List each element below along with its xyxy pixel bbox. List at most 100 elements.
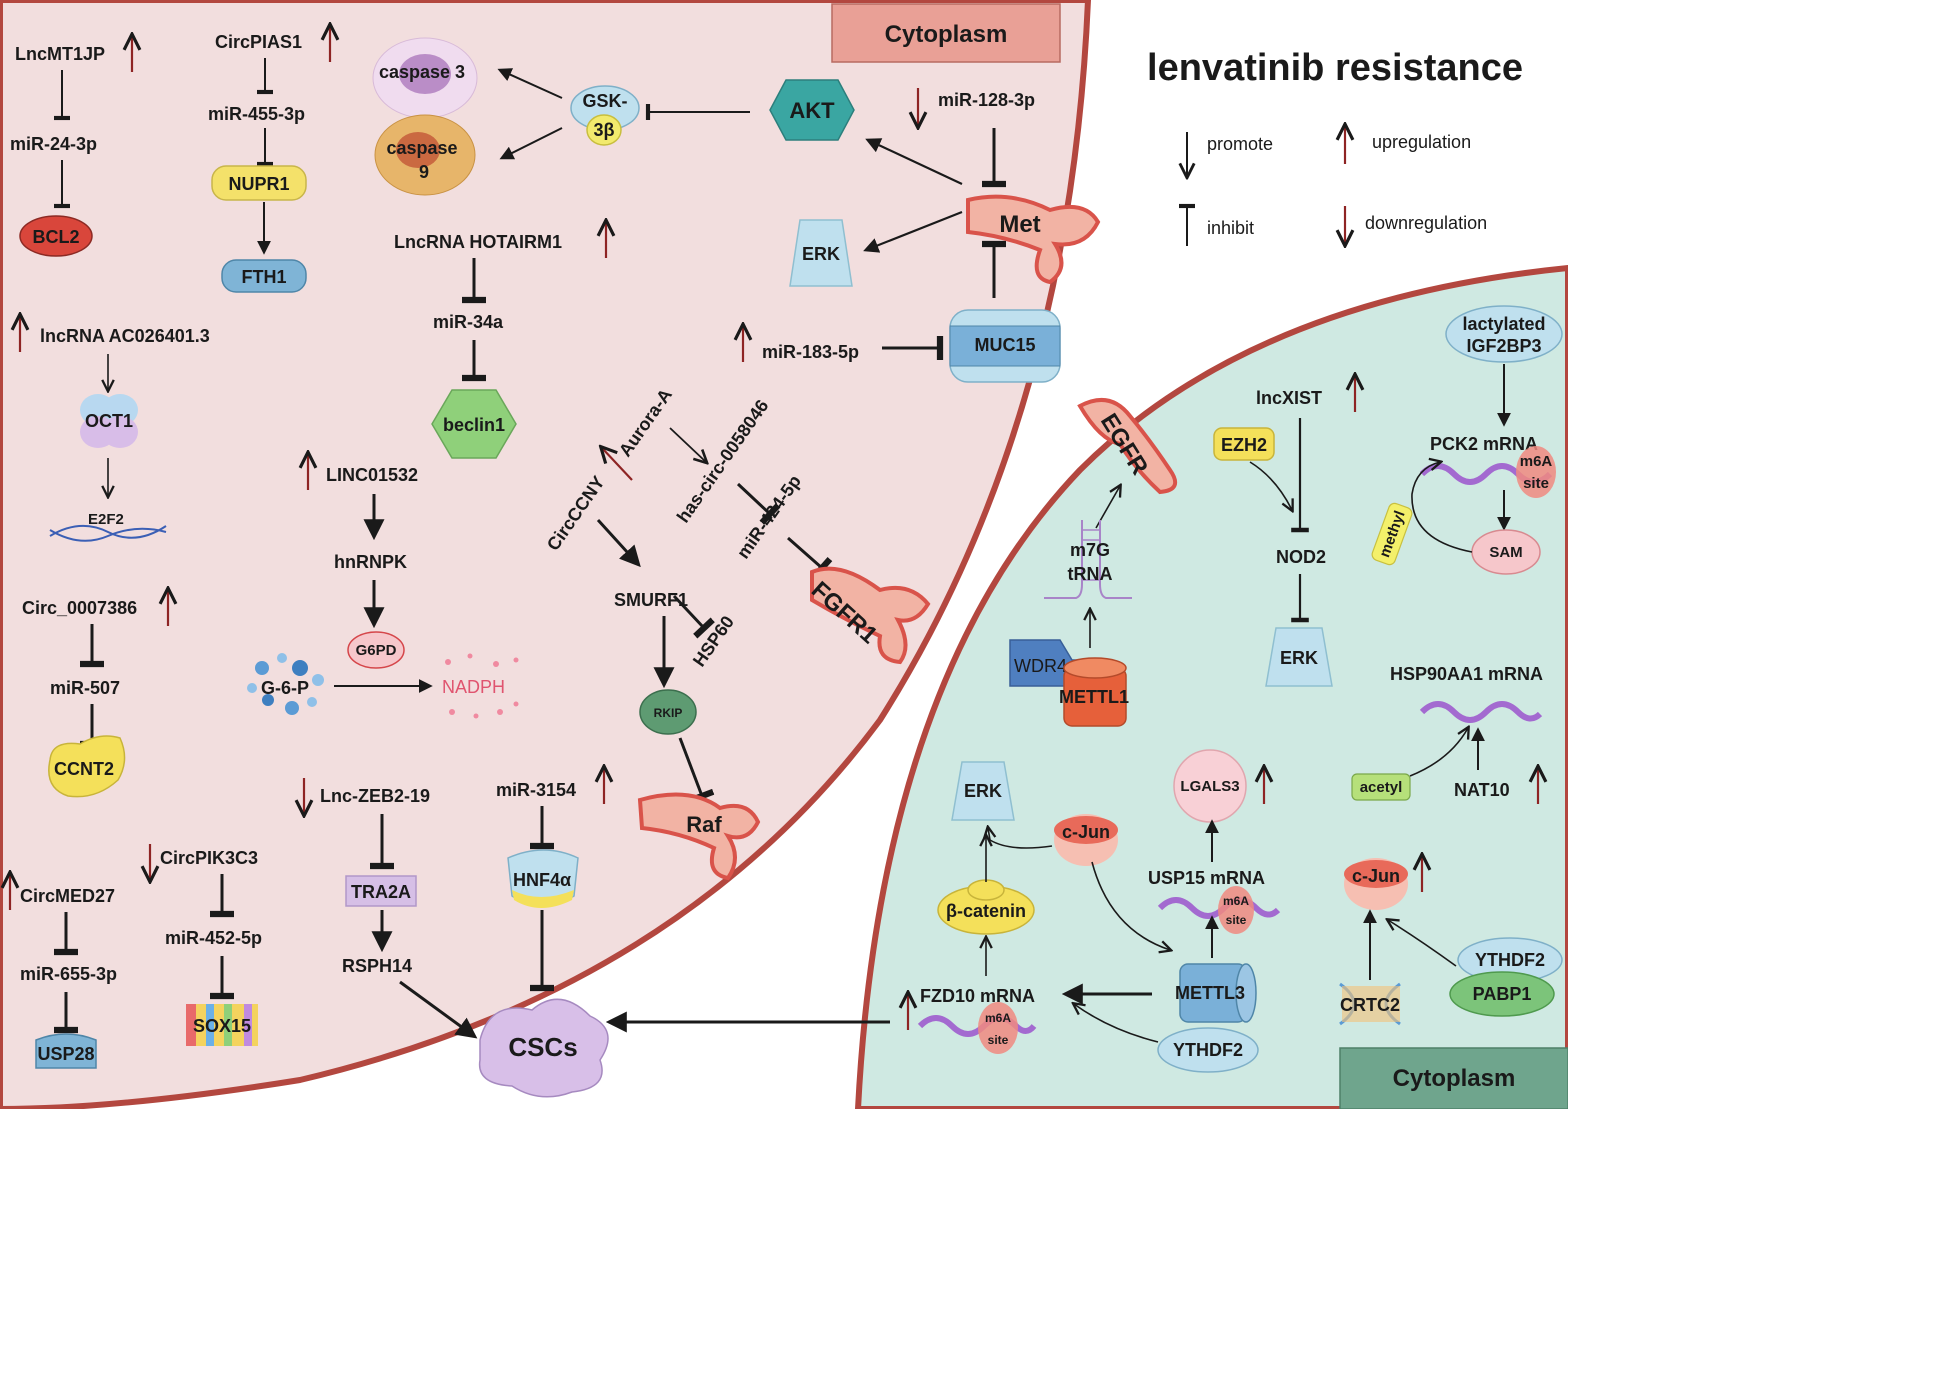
ccnt2-node [48, 735, 126, 798]
pathway-mir3154: miR-3154 HNF4α [496, 768, 604, 992]
svg-text:CSCs: CSCs [508, 1032, 577, 1062]
svg-text:beclin1: beclin1 [443, 415, 505, 435]
svg-text:SOX15: SOX15 [193, 1016, 251, 1036]
svg-text:MUC15: MUC15 [974, 335, 1035, 355]
circmed27-label: CircMED27 [20, 886, 115, 906]
svg-text:YTHDF2: YTHDF2 [1475, 950, 1545, 970]
svg-text:GSK-: GSK- [583, 91, 628, 111]
hnrnpk-label: hnRNPK [334, 552, 407, 572]
hsp90-mrna [1419, 701, 1543, 723]
bcl2-node [19, 215, 93, 257]
mir183-label: miR-183-5p [762, 342, 859, 362]
pathway-ac026401: lncRNA AC026401.3 OCT1 E2F2 [20, 316, 210, 542]
svg-text:ERK: ERK [802, 244, 840, 264]
svg-text:c-Jun: c-Jun [1062, 822, 1110, 842]
m7g-trna: m7G tRNA [1044, 520, 1132, 599]
igf2bp3-node [1445, 305, 1563, 363]
diagram-title: lenvatinib resistance [1147, 47, 1523, 89]
hotairm1-label: LncRNA HOTAIRM1 [394, 232, 562, 252]
erk3-node [951, 761, 1015, 821]
mir655-label: miR-655-3p [20, 964, 117, 984]
mir24-label: miR-24-3p [10, 134, 97, 154]
erk1-node: ERK [789, 219, 853, 287]
cytoplasm-label-lower: Cytoplasm [1339, 1047, 1568, 1109]
smurf1-label: SMURF1 [614, 590, 688, 610]
acetyl-node [1351, 773, 1411, 801]
svg-text:site: site [1226, 913, 1247, 927]
g6pd-node [347, 631, 405, 669]
caspase3-node: caspase 3 [372, 37, 478, 119]
pathway-hotairm1: LncRNA HOTAIRM1 miR-34a beclin1 [394, 222, 606, 459]
pathway-lnczeb2: Lnc-ZEB2-19 TRA2A RSPH14 [304, 778, 478, 1039]
svg-text:9: 9 [419, 162, 429, 182]
mir507-label: miR-507 [50, 678, 120, 698]
svg-text:tRNA: tRNA [1068, 564, 1113, 584]
pathway-lncmt1jp: LncMT1JP miR-24-3p BCL2 [10, 36, 132, 257]
erk2-node [1265, 627, 1333, 687]
svg-text:β-catenin: β-catenin [946, 901, 1026, 921]
svg-text:G6PD: G6PD [356, 642, 397, 659]
svg-text:caspase 3: caspase 3 [379, 62, 465, 82]
svg-text:LGALS3: LGALS3 [1180, 778, 1239, 795]
rkip-node [639, 689, 697, 735]
legend-downregulation: downregulation [1365, 213, 1487, 233]
gsk3b-node: GSK- 3β [570, 85, 640, 146]
svg-text:PABP1: PABP1 [1473, 984, 1532, 1004]
usp15-label: USP15 mRNA [1148, 868, 1265, 888]
nod2-label: NOD2 [1276, 547, 1326, 567]
methyl-node [1371, 502, 1413, 566]
svg-text:TRA2A: TRA2A [351, 882, 411, 902]
pathway-diagram: Cytoplasm Cytoplasm lenvatinib resistanc… [0, 0, 1568, 1109]
pathway-circmed27: CircMED27 miR-655-3p USP28 [10, 874, 117, 1069]
fzd10-label: FZD10 mRNA [920, 986, 1035, 1006]
svg-text:SAM: SAM [1489, 544, 1522, 561]
svg-text:3β: 3β [594, 120, 615, 140]
svg-text:m6A: m6A [1520, 453, 1553, 470]
svg-text:METTL1: METTL1 [1059, 687, 1129, 707]
nupr1-node [211, 165, 307, 201]
caspase9-node: caspase 9 [374, 114, 476, 196]
hsp90-label: HSP90AA1 mRNA [1390, 664, 1543, 684]
e2f2-label: E2F2 [88, 511, 124, 528]
cscs-node: CSCs [478, 998, 609, 1098]
ezh2-node [1213, 427, 1275, 461]
svg-text:site: site [988, 1033, 1009, 1047]
svg-text:YTHDF2: YTHDF2 [1173, 1040, 1243, 1060]
muc15-node: MUC15 [949, 309, 1061, 383]
svg-text:ERK: ERK [964, 781, 1002, 801]
svg-text:CRTC2: CRTC2 [1340, 995, 1400, 1015]
pathway-circpias1: CircPIAS1 miR-455-3p NUPR1 FTH1 [208, 26, 330, 293]
met-receptor: Met [966, 194, 1101, 285]
svg-text:Cytoplasm: Cytoplasm [1393, 1065, 1516, 1092]
legend-upregulation: upregulation [1372, 132, 1471, 152]
svg-text:OCT1: OCT1 [85, 411, 133, 431]
svg-text:m6A: m6A [1223, 894, 1249, 908]
svg-text:CCNT2: CCNT2 [54, 759, 114, 779]
svg-text:BCL2: BCL2 [32, 227, 79, 247]
svg-text:HNF4α: HNF4α [513, 870, 571, 890]
mir34a-label: miR-34a [433, 312, 504, 332]
lncmt1jp-label: LncMT1JP [15, 44, 105, 64]
lgals3-node: LGALS3 [1173, 749, 1247, 823]
circpias1-label: CircPIAS1 [215, 32, 302, 52]
pck2-label: PCK2 mRNA [1430, 434, 1538, 454]
usp28-node [35, 1033, 97, 1069]
cytoplasm-label-upper: Cytoplasm [831, 3, 1061, 63]
svg-text:Met: Met [999, 211, 1040, 238]
mir3154-label: miR-3154 [496, 780, 576, 800]
rsph14-label: RSPH14 [342, 956, 412, 976]
svg-text:NADPH: NADPH [442, 677, 505, 697]
fth1-node [221, 259, 307, 293]
mir452-label: miR-452-5p [165, 928, 262, 948]
svg-text:Raf: Raf [686, 812, 722, 837]
nadph-node: NADPH [442, 653, 519, 719]
pathway-linc01532: LINC01532 hnRNPK G6PD G-6-P NADPH [247, 454, 519, 719]
svg-text:EZH2: EZH2 [1221, 435, 1267, 455]
lncxist-label: lncXIST [1256, 388, 1322, 408]
mir455-label: miR-455-3p [208, 104, 305, 124]
pabp1-node: PABP1 [1449, 971, 1555, 1017]
circpik3c3-label: CircPIK3C3 [160, 848, 258, 868]
mir128-label: miR-128-3p [938, 90, 1035, 110]
svg-text:acetyl: acetyl [1360, 779, 1403, 796]
hnf4a-node: HNF4α [507, 849, 579, 908]
